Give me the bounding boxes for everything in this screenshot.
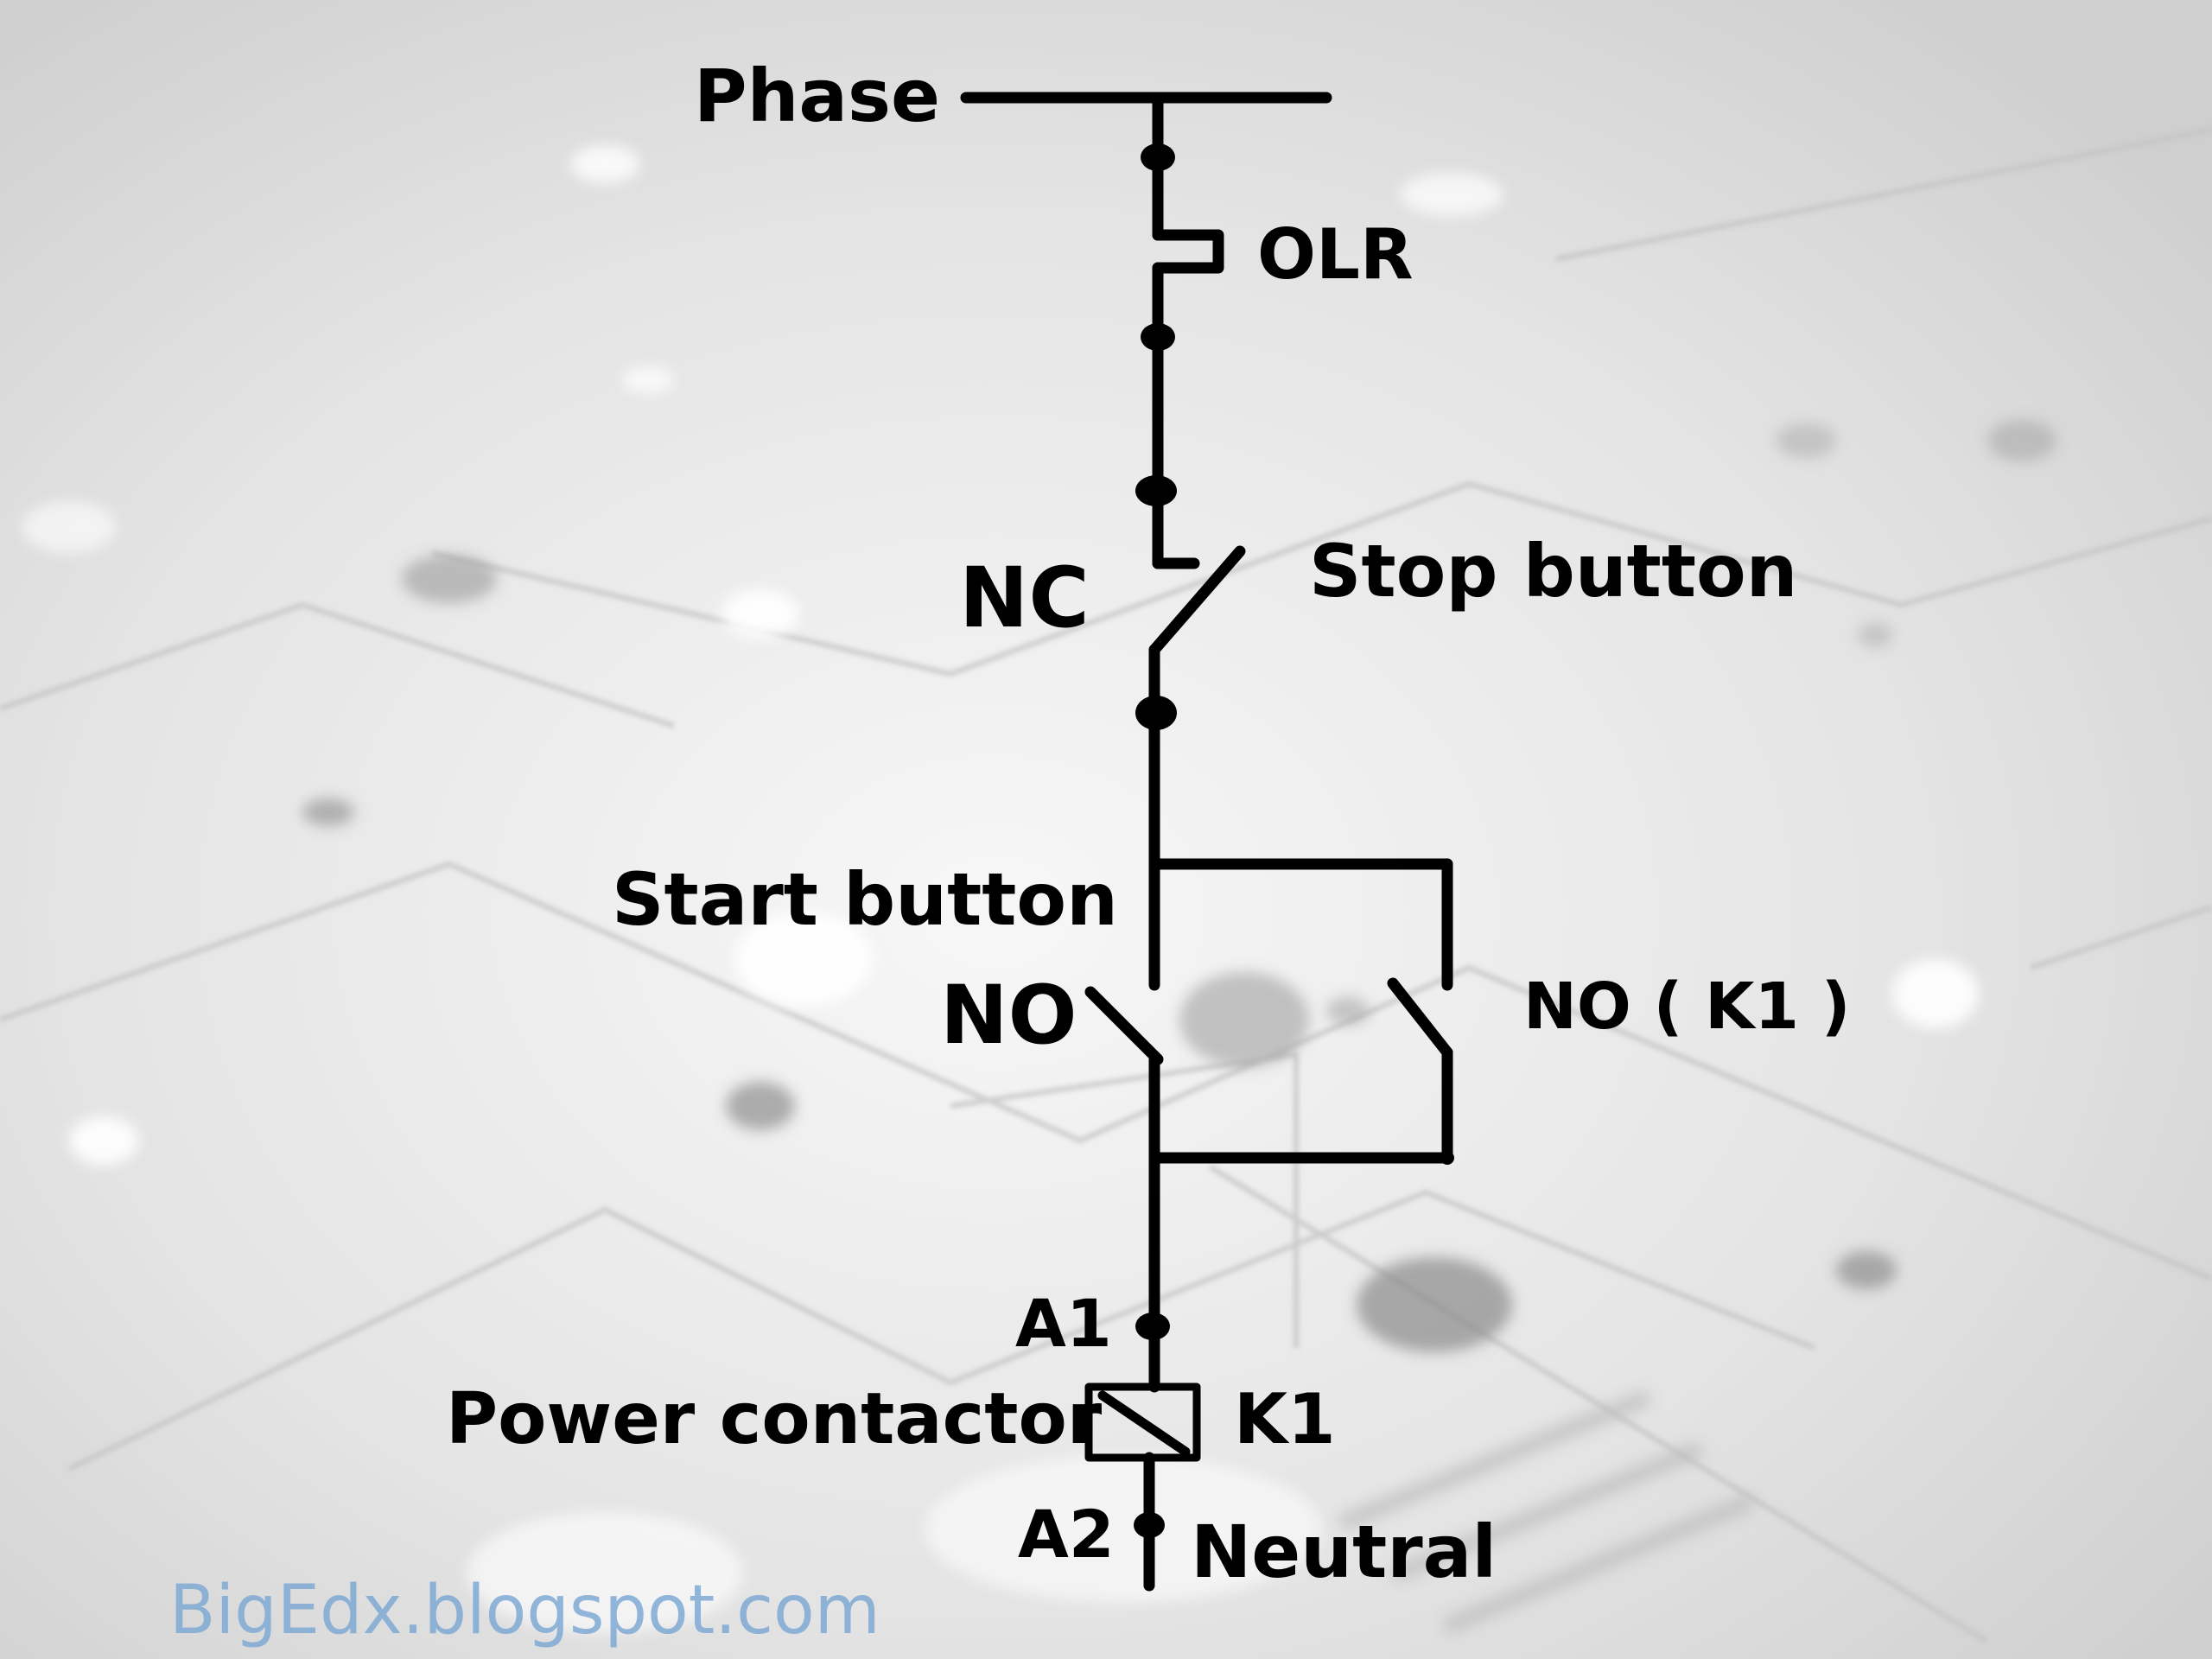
nc-label: NC — [959, 550, 1090, 646]
start-button-no-blade — [1084, 986, 1164, 1065]
stop-button-blade — [1148, 545, 1246, 656]
no-start-label: NO — [940, 969, 1077, 1063]
terminal-a1 — [1135, 1313, 1170, 1340]
no-k1-label: NO ( K1 ) — [1523, 969, 1851, 1044]
olr-contact — [1152, 229, 1224, 274]
k1-aux-no-blade — [1387, 977, 1453, 1058]
a2-label: A2 — [1018, 1496, 1115, 1573]
junction-dot — [1440, 1151, 1454, 1165]
a1-label: A1 — [1015, 1285, 1112, 1362]
neutral-label: Neutral — [1191, 1510, 1497, 1594]
watermark: BigEdx.blogspot.com — [169, 1572, 880, 1649]
terminal-dot — [1141, 143, 1175, 171]
terminal-dot — [1141, 323, 1175, 351]
terminal-a2 — [1134, 1512, 1165, 1538]
power-contactor-label: Power contactor — [446, 1378, 1103, 1460]
k1-label: K1 — [1234, 1379, 1336, 1459]
coil-diagonal — [1097, 1390, 1191, 1457]
terminal-dot — [1135, 696, 1177, 730]
start-button-label: Start button — [612, 857, 1118, 942]
phase-label: Phase — [694, 54, 940, 138]
stop-button-label: Stop button — [1309, 529, 1797, 613]
olr-label: OLR — [1257, 214, 1414, 295]
contactor-coil — [1084, 1382, 1201, 1462]
terminal-dot — [1135, 475, 1177, 506]
